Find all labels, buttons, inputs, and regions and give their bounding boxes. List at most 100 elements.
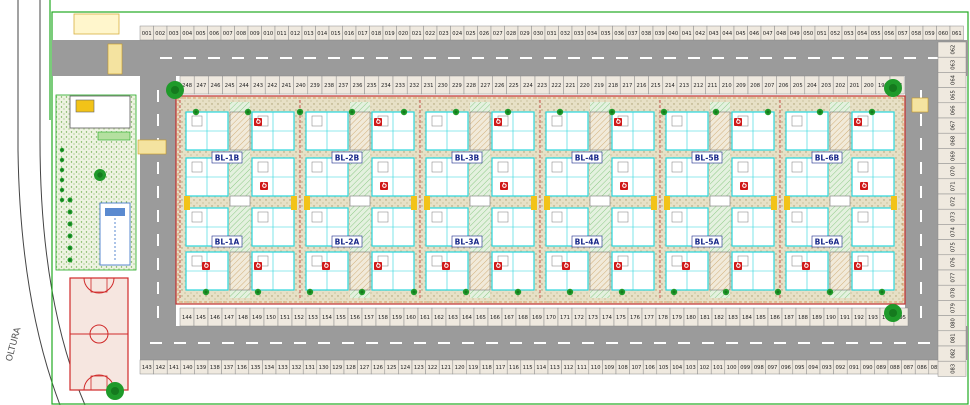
parking-stall-number: 123 xyxy=(414,365,424,371)
parking-stall: 022 xyxy=(423,25,438,41)
parking-stall: 210 xyxy=(719,75,735,95)
parking-stall-number: 131 xyxy=(305,365,315,371)
parking-stall: 220 xyxy=(577,75,593,95)
parking-stall: 034 xyxy=(585,25,600,41)
parking-stall: 061 xyxy=(949,25,964,41)
tree-icon xyxy=(722,288,730,296)
parking-stall: 152 xyxy=(291,307,307,327)
parking-stall: 177 xyxy=(641,307,657,327)
parking-stall-number: 081 xyxy=(950,333,956,343)
parking-stall: 109 xyxy=(602,359,617,375)
parking-stall-number: 079 xyxy=(950,303,956,313)
parking-stall-number: 137 xyxy=(223,365,233,371)
accessible-parking-icon xyxy=(260,182,268,190)
parking-stall-number: 117 xyxy=(495,365,505,371)
tree-icon xyxy=(566,288,574,296)
parking-stall: 006 xyxy=(207,25,222,41)
parking-stall-number: 078 xyxy=(950,288,956,298)
parking-stall-number: 103 xyxy=(686,365,696,371)
parking-stall-number: 046 xyxy=(749,31,759,37)
parking-stall-number: 170 xyxy=(546,315,556,321)
parking-stall-number: 073 xyxy=(950,212,956,222)
parking-stall: 131 xyxy=(302,359,318,375)
parking-stall-number: 223 xyxy=(537,83,547,89)
parking-stall: 192 xyxy=(851,307,867,327)
parking-stall: 023 xyxy=(436,25,451,41)
block-label-top: BL-3B xyxy=(455,154,480,163)
parking-stall: 221 xyxy=(563,75,578,95)
parking-stall: 134 xyxy=(262,359,277,375)
parking-stall: 159 xyxy=(389,307,405,327)
parking-stall: 149 xyxy=(249,307,265,327)
parking-stall: 106 xyxy=(642,359,658,375)
parking-stall: 071 xyxy=(937,178,967,195)
parking-stall: 132 xyxy=(289,359,304,375)
parking-stall: 231 xyxy=(421,75,436,95)
tree-icon xyxy=(660,108,668,116)
parking-stall-number: 150 xyxy=(266,315,276,321)
parking-stall-number: 047 xyxy=(763,31,773,37)
accessible-parking-icon xyxy=(614,118,622,126)
parking-stall-number: 118 xyxy=(482,365,492,371)
parking-stall-number: 245 xyxy=(225,83,235,89)
parking-stall: 188 xyxy=(795,307,811,327)
parking-stall: 187 xyxy=(781,307,797,327)
tree-icon xyxy=(878,288,886,296)
parking-stall-number: 022 xyxy=(425,31,435,37)
parking-stall: 073 xyxy=(937,208,967,225)
parking-stall-number: 132 xyxy=(291,365,301,371)
parking-stall: 055 xyxy=(868,25,883,41)
parking-stall-number: 021 xyxy=(412,31,422,37)
parking-stall: 239 xyxy=(307,75,323,95)
block-label-bottom: BL-1A xyxy=(215,238,240,247)
parking-stall-number: 192 xyxy=(854,315,864,321)
parking-stall-number: 158 xyxy=(378,315,388,321)
parking-stall-number: 167 xyxy=(504,315,514,321)
parking-stall-number: 075 xyxy=(950,242,956,252)
parking-stall-number: 071 xyxy=(950,181,956,191)
parking-stall-number: 002 xyxy=(155,31,165,37)
parking-stall-number: 205 xyxy=(793,83,803,89)
parking-stall-number: 161 xyxy=(420,315,430,321)
parking-stall: 044 xyxy=(720,25,735,41)
tree-icon xyxy=(67,197,73,203)
parking-stall-number: 092 xyxy=(835,365,845,371)
parking-stall-number: 052 xyxy=(830,31,840,37)
parking-stall: 240 xyxy=(293,75,309,95)
parking-stall: 148 xyxy=(235,307,251,327)
parking-stall-number: 076 xyxy=(950,257,956,267)
block-label-top: BL-6B xyxy=(815,154,840,163)
parking-stall-number: 239 xyxy=(310,83,320,89)
building-blocks: BL-1BBL-1ABL-2BBL-2ABL-3BBL-3ABL-4BBL-4A… xyxy=(179,100,897,300)
accessible-parking-icon xyxy=(374,118,382,126)
block-label: BL-1B xyxy=(211,151,243,164)
parking-stall-number: 157 xyxy=(364,315,374,321)
parking-stall: 043 xyxy=(706,25,721,41)
parking-stall-number: 244 xyxy=(239,83,250,89)
parking-stall: 088 xyxy=(887,359,902,375)
parking-stall-number: 234 xyxy=(381,83,392,89)
tree-icon xyxy=(306,288,314,296)
accessible-parking-icon xyxy=(734,118,742,126)
parking-stall-number: 219 xyxy=(594,83,604,89)
parking-stall: 037 xyxy=(625,25,640,41)
parking-stall-number: 020 xyxy=(398,31,408,37)
parking-stall-number: 237 xyxy=(338,83,348,89)
parking-stall: 114 xyxy=(534,359,549,375)
parking-stall: 101 xyxy=(710,359,726,375)
parking-stall: 216 xyxy=(634,75,649,95)
parking-stall-number: 183 xyxy=(728,315,738,321)
parking-stall-number: 203 xyxy=(821,83,831,89)
parking-stall: 163 xyxy=(445,307,461,327)
parking-stall: 049 xyxy=(787,25,802,41)
parking-stall-number: 100 xyxy=(727,365,737,371)
parking-stall-number: 115 xyxy=(523,365,533,371)
parking-stall-number: 218 xyxy=(608,83,618,89)
parking-stall: 135 xyxy=(248,359,263,375)
parking-stall: 225 xyxy=(506,75,522,95)
parking-stall: 080 xyxy=(937,315,967,332)
parking-stall: 128 xyxy=(343,359,358,375)
parking-stall: 136 xyxy=(234,359,250,375)
tree-icon xyxy=(618,288,626,296)
